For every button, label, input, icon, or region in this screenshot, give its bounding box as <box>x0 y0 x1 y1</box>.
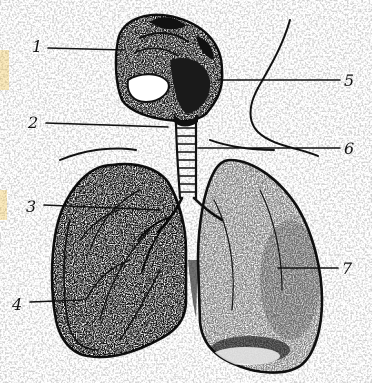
label-5: 5 <box>344 71 354 90</box>
label-3: 3 <box>26 197 36 216</box>
label-7: 7 <box>342 259 353 278</box>
label-6: 6 <box>344 139 354 158</box>
label-2: 2 <box>27 113 38 132</box>
label-1: 1 <box>32 37 42 56</box>
label-4: 4 <box>11 295 22 314</box>
